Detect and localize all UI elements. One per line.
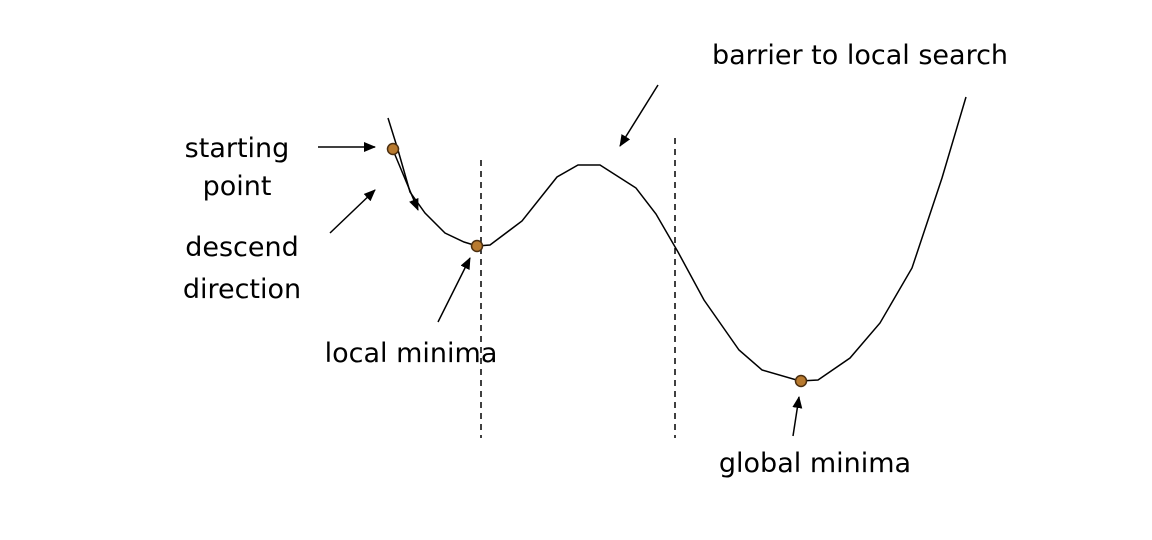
local-minima-marker: [470, 239, 484, 253]
descend-direction-pointer-arrow: [329, 189, 376, 234]
barrier-arrow: [619, 84, 659, 147]
global-minima-marker: [794, 374, 808, 388]
global-minima-label: global minima: [719, 448, 911, 479]
descend-direction-label-line2: direction: [183, 274, 301, 305]
local-minima-label: local minima: [325, 338, 498, 369]
starting-point-label-line1: starting: [185, 133, 290, 164]
global-minima-arrow: [792, 396, 803, 437]
starting-point-marker: [386, 142, 400, 156]
descend-direction-label-line1: descend: [185, 232, 299, 263]
objective-curve: [387, 96, 967, 382]
local-minima-arrow: [437, 257, 471, 323]
starting-point-label-line2: point: [203, 171, 272, 202]
barrier-label: barrier to local search: [712, 40, 1008, 71]
descent-direction-arrow: [392, 149, 419, 211]
